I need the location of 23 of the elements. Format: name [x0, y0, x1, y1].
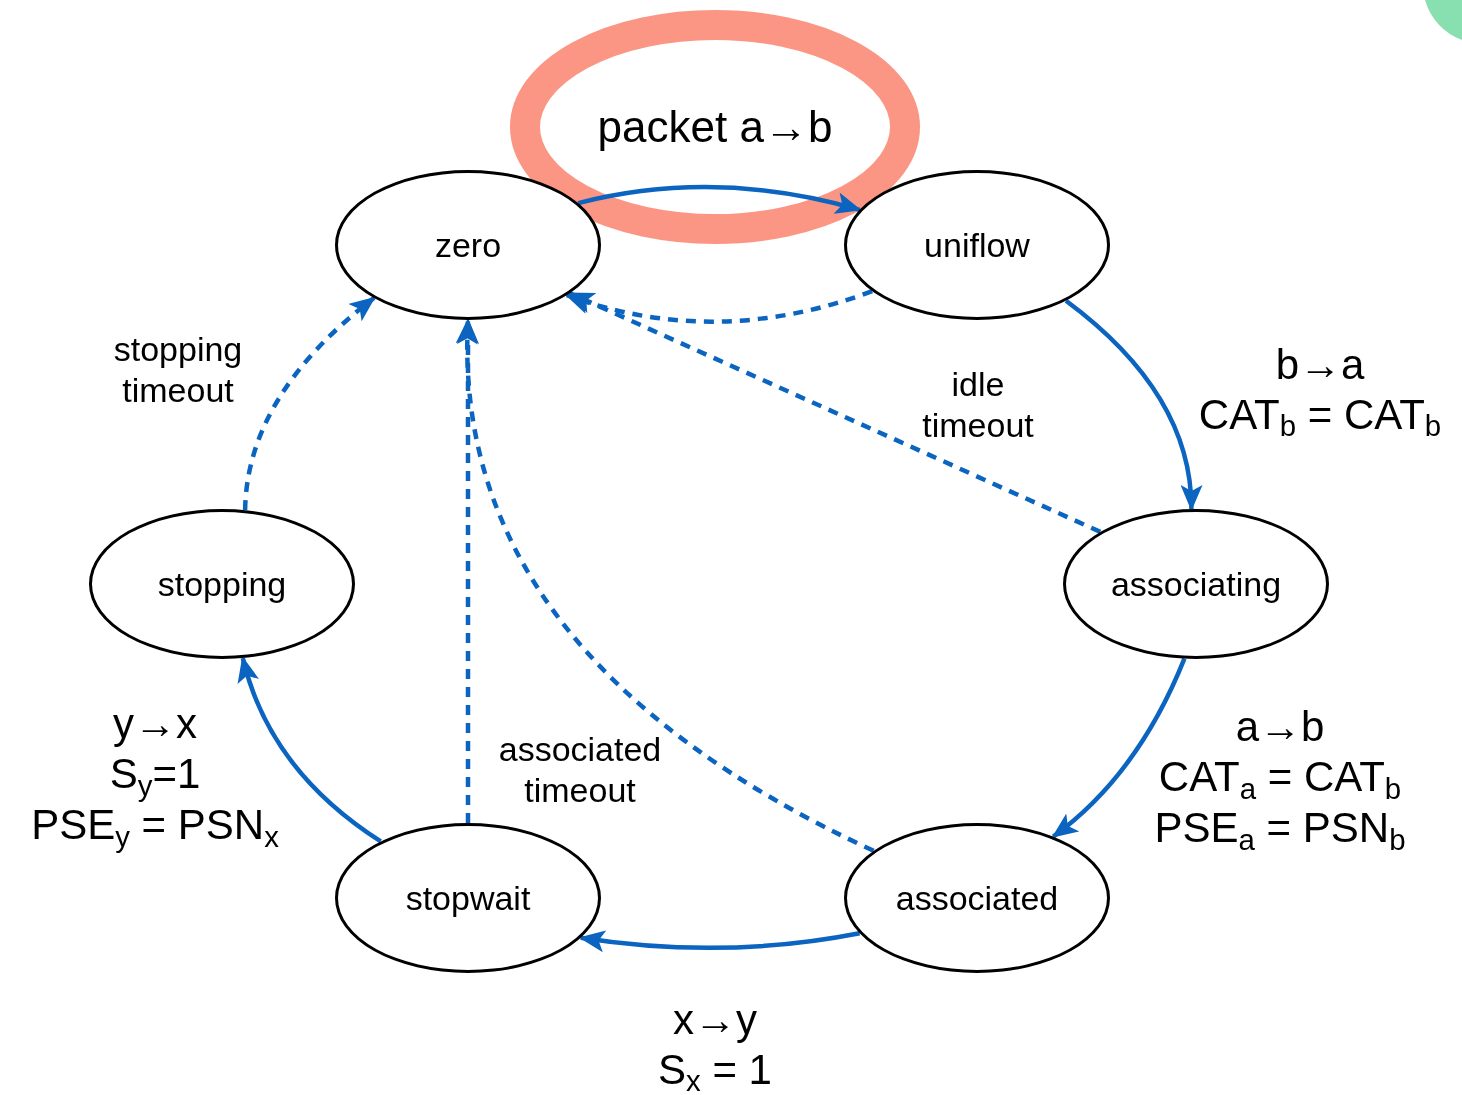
arrow [564, 289, 873, 324]
edge-label: stopping timeout [113, 329, 243, 411]
state-label: stopping [157, 564, 287, 604]
edge-label: associated timeout [498, 729, 662, 811]
edge-label: y→x S$_{y}$=1 PSE$_{y}$ = PSN$_{x}$ [31, 699, 279, 851]
state-label: associated [895, 878, 1059, 918]
edge-label: x→y S$_{x}$ = 1 [658, 994, 772, 1095]
arrow [578, 930, 860, 952]
state-label: zero [434, 225, 502, 265]
arrow [1051, 657, 1187, 839]
arrow [242, 296, 376, 511]
edge-label: packet a→b [597, 100, 833, 153]
state-label: uniflow [924, 225, 1030, 265]
state-label: stopwait [405, 878, 531, 918]
edge-label: a→b CAT$_{a}$ = CAT$_{b}$ PSE$_{a}$ = PSN$_{b}$ [1154, 702, 1406, 854]
arrow [577, 184, 862, 215]
edge-label: idle timeout [922, 364, 1034, 446]
state-label: associating [1110, 564, 1282, 604]
arrow [457, 318, 875, 853]
edge-label: b→a CAT$_{b}$ = CAT$_{b}$ [1198, 339, 1442, 441]
arrow [457, 318, 479, 823]
arrow [1064, 298, 1202, 511]
arrow [568, 291, 1102, 534]
